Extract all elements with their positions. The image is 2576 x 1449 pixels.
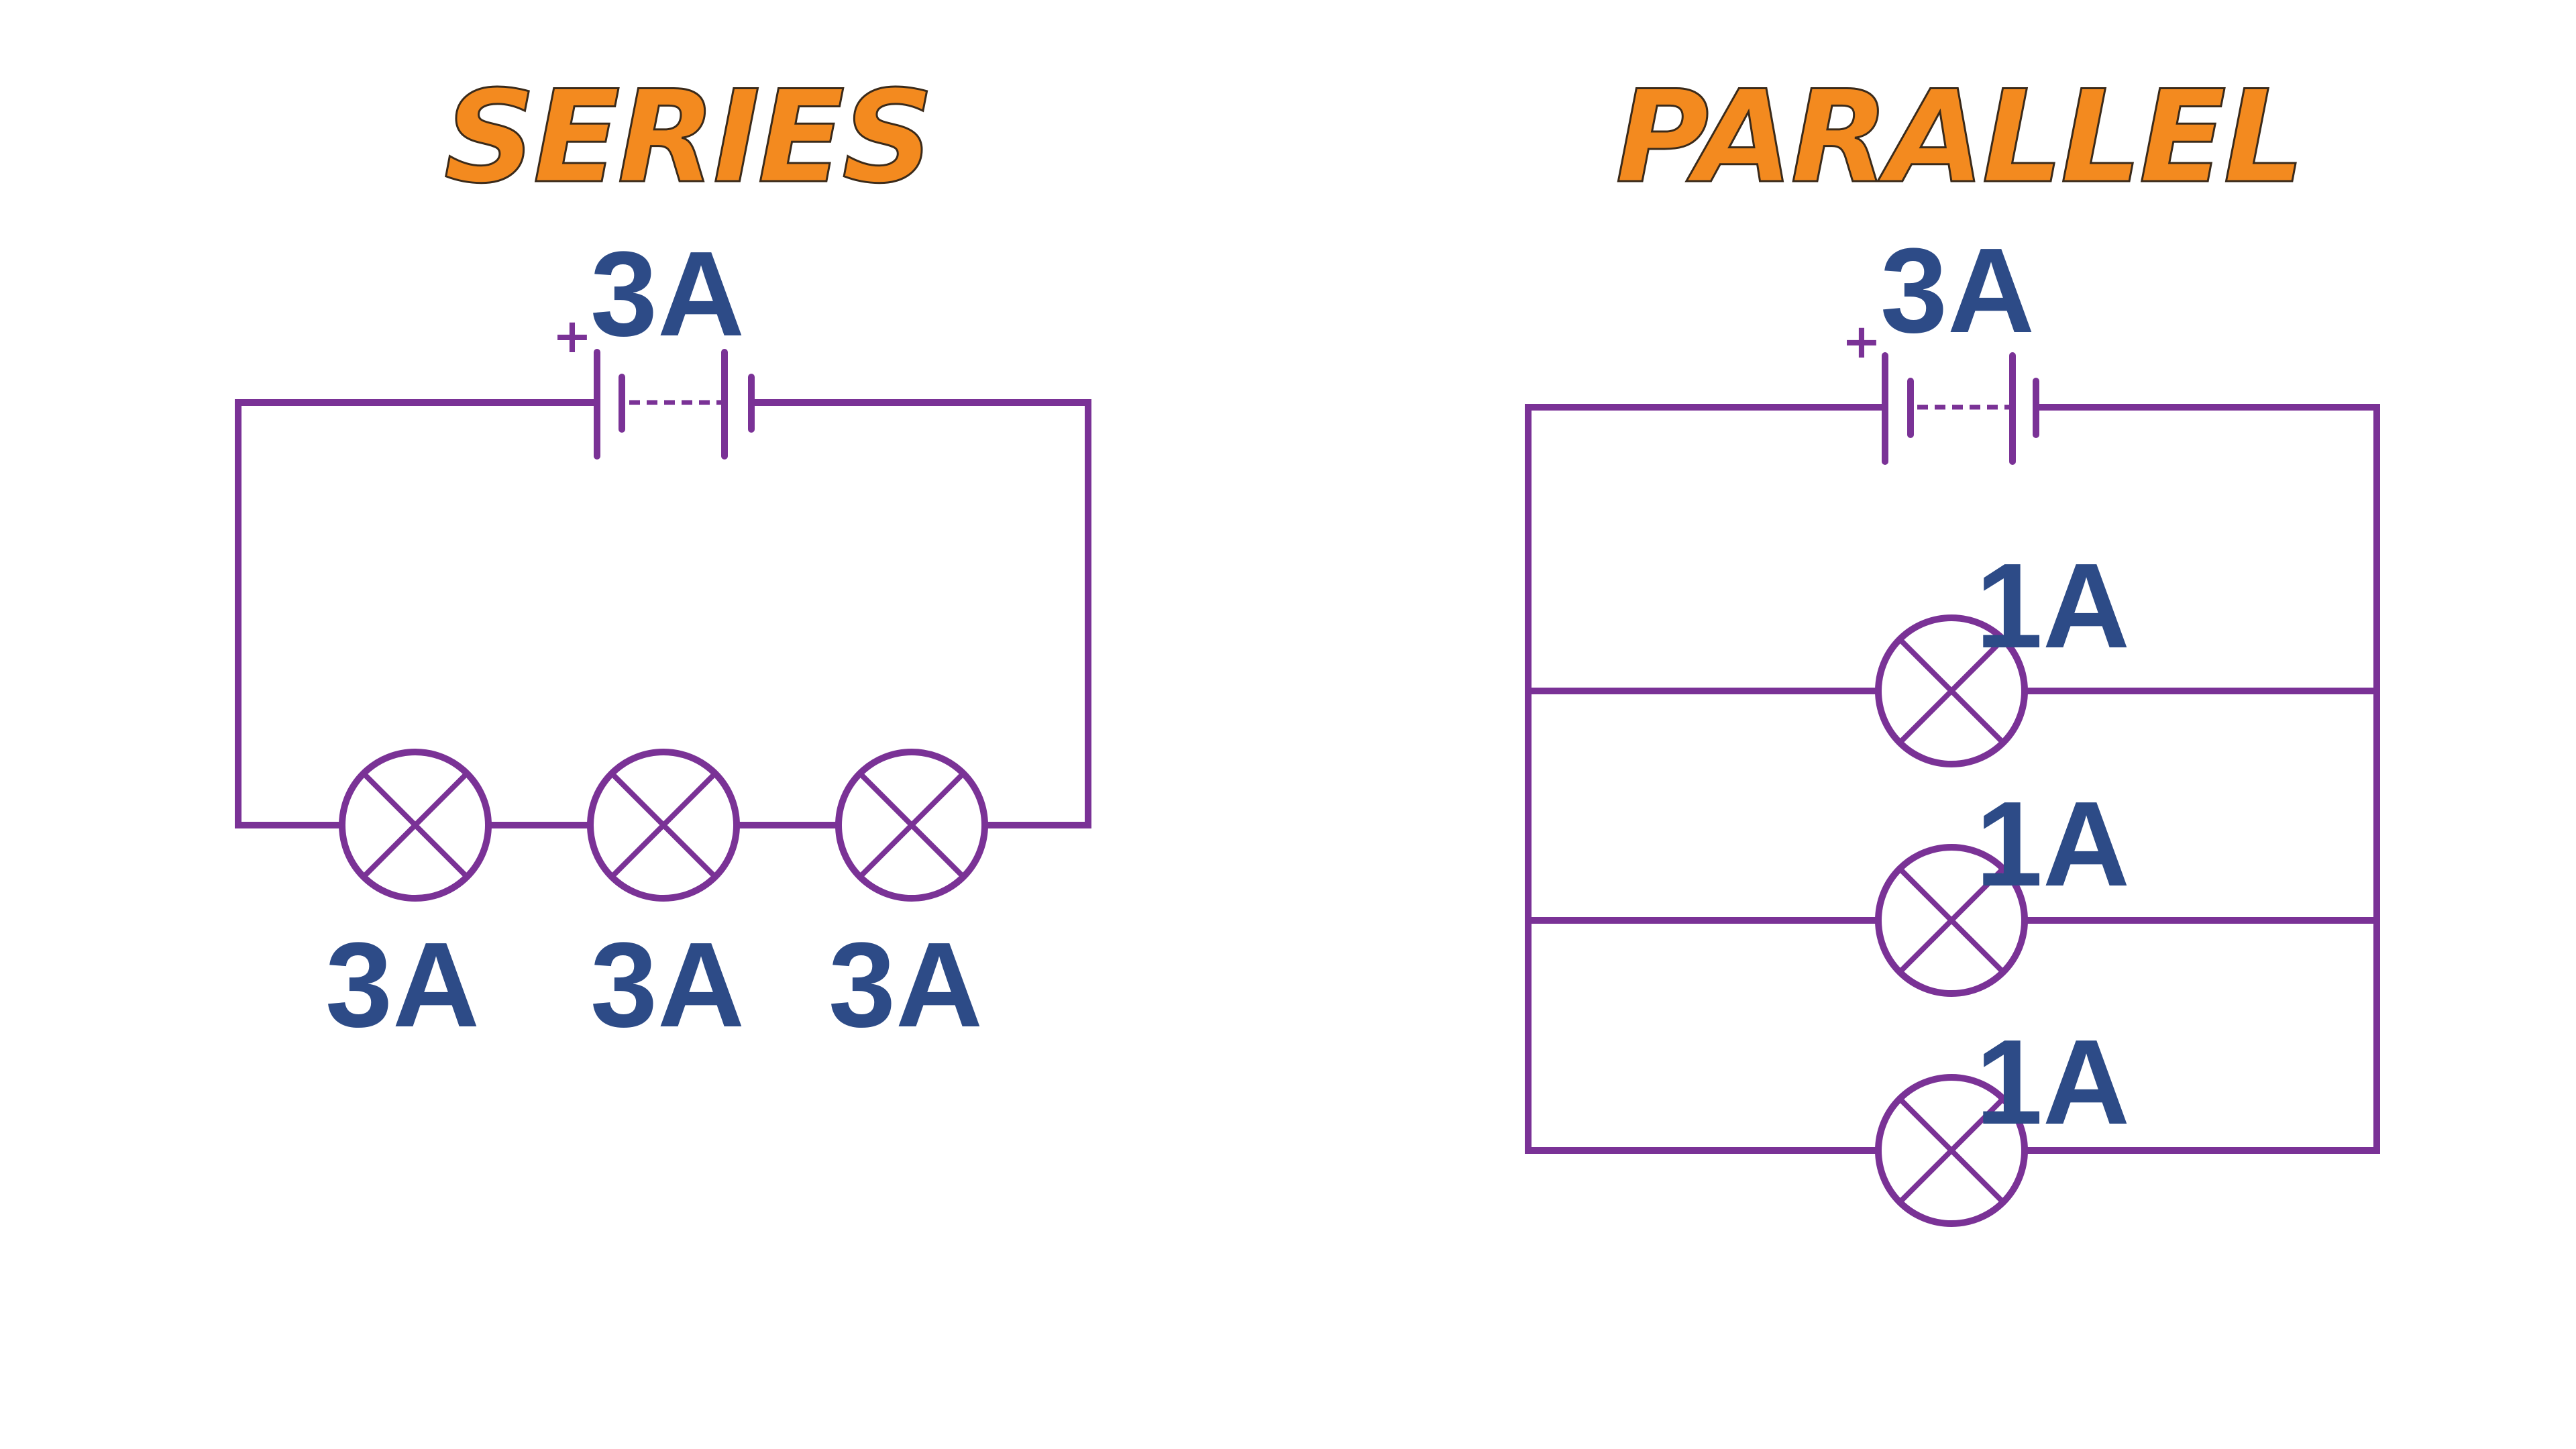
parallel-battery-symbol-icon <box>1882 352 2039 465</box>
series-battery-positive-symbol: + <box>553 309 592 364</box>
parallel-lamp-3-current-label: 1A <box>1976 1015 2130 1150</box>
parallel-lamp-2-current-label: 1A <box>1976 777 2130 912</box>
series-lamp-3-current-label: 3A <box>828 918 983 1053</box>
parallel-wire-top-right <box>2036 404 2380 1150</box>
series-wire-top-right <box>751 399 1091 828</box>
series-title: SERIES <box>444 63 931 211</box>
parallel-battery-positive-symbol: + <box>1842 314 1882 369</box>
parallel-lamp-1-current-label: 1A <box>1976 539 2130 674</box>
series-lamp-2-icon <box>587 749 740 902</box>
parallel-lamp-1-icon <box>1875 614 2028 767</box>
series-lamp-2-current-label: 3A <box>590 918 745 1053</box>
series-lamp-1-current-label: 3A <box>325 918 480 1053</box>
parallel-lamp-2-icon <box>1875 844 2028 997</box>
series-lamp-3-icon <box>835 749 988 902</box>
parallel-wire-top-left <box>1525 404 1885 1150</box>
series-circuit: SERIES + 3A <box>235 62 1091 1053</box>
parallel-circuit: PARALLEL + 3A <box>1525 62 2380 1227</box>
series-battery-current-label: 3A <box>590 227 745 362</box>
series-battery-symbol-icon <box>594 349 755 460</box>
series-wire-top-left <box>235 399 597 828</box>
parallel-battery-current-label: 3A <box>1880 223 2035 358</box>
parallel-lamp-3-icon <box>1875 1074 2028 1227</box>
series-lamp-1-icon <box>339 749 492 902</box>
parallel-title: PARALLEL <box>1615 63 2302 211</box>
